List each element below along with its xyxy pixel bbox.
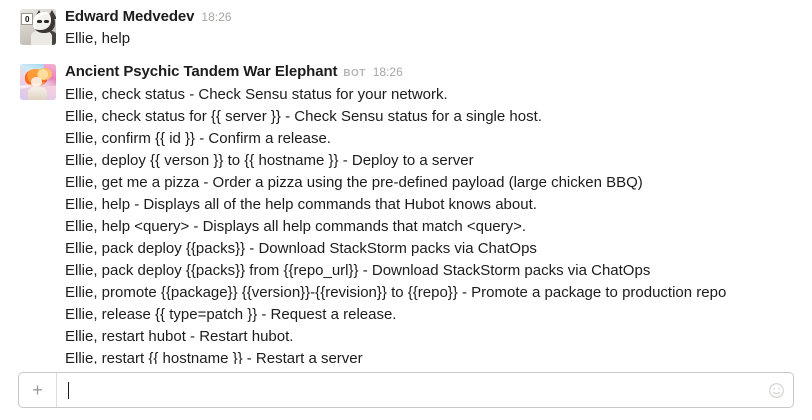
avatar-grumpy-cat[interactable]: 0	[20, 9, 56, 45]
text-caret	[68, 381, 69, 399]
smiley-face-icon[interactable]	[759, 373, 793, 407]
avatar-hair-highlight-shape	[36, 67, 52, 80]
message-line: Ellie, help - Displays all of the help c…	[65, 196, 537, 213]
avatar-torso-shape	[27, 87, 47, 100]
avatar-face-shape	[30, 76, 42, 88]
message-line: Ellie, release {{ type=patch }} - Reques…	[65, 306, 397, 323]
message-line: Ellie, pack deploy {{packs}} - Download …	[65, 240, 537, 257]
message-header: Ancient Psychic Tandem War Elephant BOT …	[65, 62, 800, 83]
message-line: Ellie, get me a pizza - Order a pizza us…	[65, 174, 643, 191]
message-line: Ellie, pack deploy {{packs}} from {{repo…	[65, 262, 651, 279]
avatar-badge: 0	[21, 12, 33, 25]
message-line: Ellie, deploy {{ verson }} to {{ hostnam…	[65, 152, 474, 169]
message-line: Ellie, confirm {{ id }} - Confirm a rele…	[65, 130, 331, 147]
cat-eye-left-shape	[36, 19, 42, 23]
message-body: Edward Medvedev 18:26 Ellie, help	[65, 7, 800, 50]
message-body: Ancient Psychic Tandem War Elephant BOT …	[65, 62, 800, 364]
cat-head-shape	[32, 11, 56, 33]
message-line: Ellie, restart {{ hostname }} - Restart …	[65, 350, 363, 364]
cat-eye-right-shape	[44, 19, 50, 23]
message-item: Ancient Psychic Tandem War Elephant BOT …	[0, 60, 812, 364]
message-line: Ellie, help	[65, 30, 131, 47]
message-item: 0 Edward Medvedev 18:26 Ellie, help	[0, 5, 812, 52]
message-timestamp[interactable]: 18:26	[372, 65, 403, 79]
plus-icon[interactable]: +	[19, 373, 57, 407]
message-composer[interactable]: +	[18, 372, 794, 408]
message-timestamp[interactable]: 18:26	[201, 10, 232, 24]
cat-body-shape	[30, 29, 56, 45]
message-line: Ellie, restart hubot - Restart hubot.	[65, 328, 294, 345]
message-line: Ellie, check status for {{ server }} - C…	[65, 108, 542, 125]
message-input[interactable]	[57, 373, 759, 407]
avatar-anime-character[interactable]	[20, 64, 56, 100]
message-header: Edward Medvedev 18:26	[65, 7, 800, 27]
message-line: Ellie, help <query> - Displays all help …	[65, 218, 527, 235]
message-line: Ellie, promote {{package}} {{version}}-{…	[65, 284, 727, 301]
message-list[interactable]: 0 Edward Medvedev 18:26 Ellie, help Anci…	[0, 0, 812, 364]
message-author[interactable]: Ancient Psychic Tandem War Elephant	[65, 63, 338, 80]
message-author[interactable]: Edward Medvedev	[65, 8, 195, 25]
bot-badge: BOT	[343, 68, 366, 79]
message-line: Ellie, check status - Check Sensu status…	[65, 86, 448, 103]
